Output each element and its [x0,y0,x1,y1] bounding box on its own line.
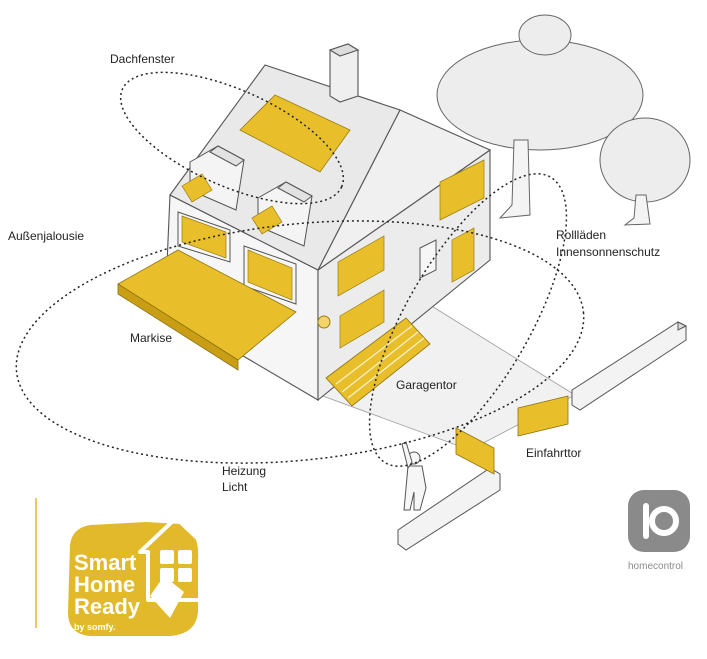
light-bulb [317,315,331,329]
window-frames [177,211,297,305]
io-homecontrol-logo: homecontrol [628,490,690,572]
smart-home-ready-badge: Smart Home Ready by somfy. [35,498,214,636]
garage-door [325,317,431,407]
label-rolllaeden: Rollläden [556,228,607,242]
badge-line-3: Ready [74,594,141,619]
side-window-small [419,239,437,279]
badge-line-1: Smart [74,550,137,575]
label-licht: Licht [222,480,248,494]
front-windows [181,215,293,301]
io-logo-text: homecontrol [628,561,683,572]
label-dachfenster: Dachfenster [110,52,175,66]
person-figure [401,441,427,511]
tree-small [599,117,691,226]
dormer-right [257,181,313,247]
badge-line-2: Home [74,572,135,597]
awning [117,249,297,371]
side-shutters [337,159,485,349]
label-innensonnenschutz: Innensonnenschutz [556,245,661,259]
label-heizung: Heizung [222,464,267,478]
label-einfahrttor: Einfahrttor [526,446,582,460]
range-circles [15,71,585,467]
label-aussenjalousie: Außenjalousie [8,229,85,243]
fence-right [571,321,688,411]
badge-by-somfy: by somfy. [74,622,115,632]
roof-window [239,94,351,173]
label-garagentor: Garagentor [396,378,457,392]
label-markise: Markise [130,331,173,345]
entrance-gate [455,395,569,475]
